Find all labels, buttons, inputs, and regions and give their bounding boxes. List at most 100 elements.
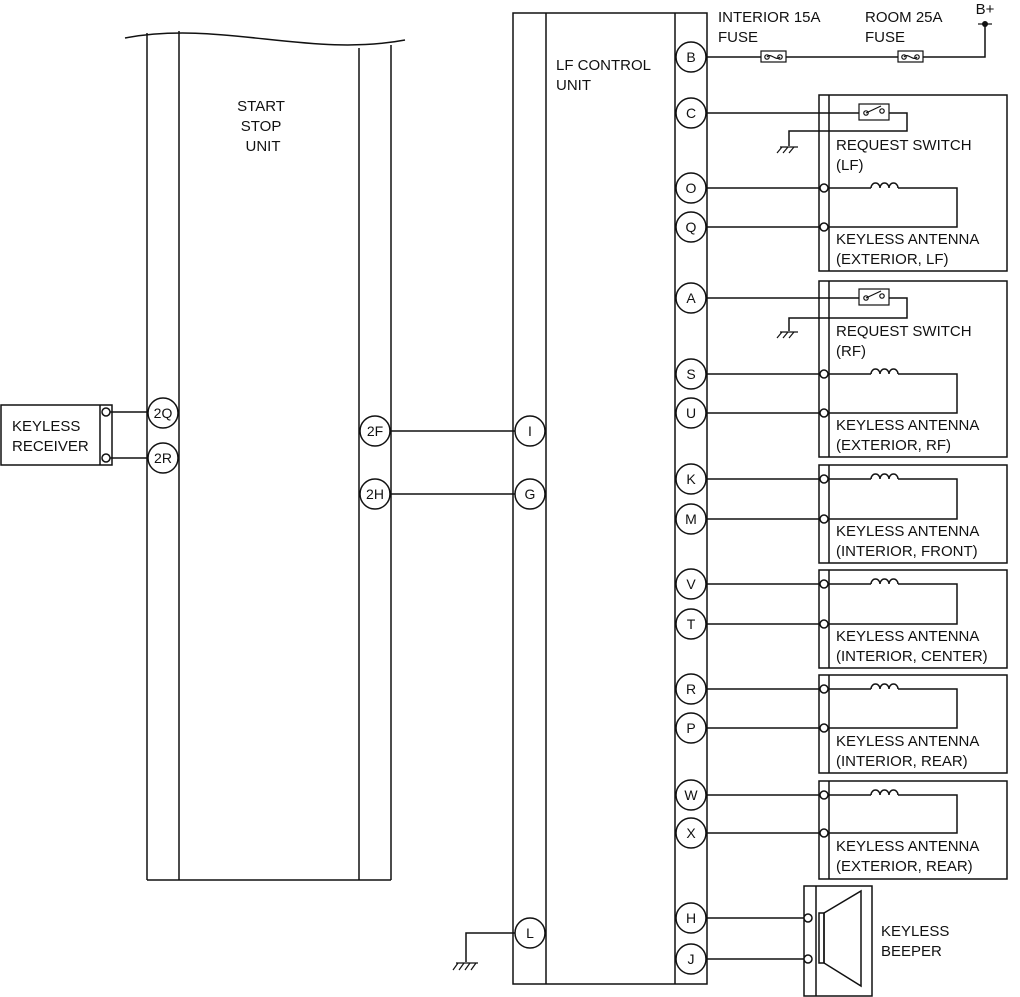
pin-g-label: G bbox=[525, 486, 536, 502]
pin-i-label: I bbox=[528, 423, 532, 439]
pin-t-label: T bbox=[687, 616, 696, 632]
fuse-interior-label-line2: FUSE bbox=[718, 29, 758, 46]
pin-u-label: U bbox=[686, 405, 696, 421]
pin-x-label: X bbox=[686, 825, 696, 841]
pin-v-label: V bbox=[686, 576, 696, 592]
pin-w: W bbox=[675, 779, 707, 811]
pin-q-label: Q bbox=[686, 219, 697, 235]
pin-2q: 2Q bbox=[147, 397, 179, 429]
pin-2r: 2R bbox=[147, 442, 179, 474]
pin-h: H bbox=[675, 902, 707, 934]
antenna-ext-rear-label-line1: KEYLESS ANTENNA bbox=[836, 838, 979, 855]
component-box-lf: REQUEST SWITCH (LF) KEYLESS ANTENNA (EXT… bbox=[706, 94, 1008, 272]
request-switch-rf-label: REQUEST SWITCH (RF) bbox=[836, 323, 976, 360]
pin-v: V bbox=[675, 568, 707, 600]
fuse-interior-symbol bbox=[760, 50, 787, 63]
pin-x: X bbox=[675, 817, 707, 849]
pin-t: T bbox=[675, 608, 707, 640]
pin-l: L bbox=[514, 917, 546, 949]
pin-o: O bbox=[675, 172, 707, 204]
pin-c: C bbox=[675, 97, 707, 129]
pin-m-label: M bbox=[685, 511, 697, 527]
pin-w-label: W bbox=[684, 787, 698, 803]
antenna-ext-rear-label: KEYLESS ANTENNA (EXTERIOR, REAR) bbox=[836, 838, 983, 875]
ground-symbol-l bbox=[452, 932, 515, 971]
pin-j-label: J bbox=[688, 951, 695, 967]
pin-r-label: R bbox=[686, 681, 696, 697]
pin-k: K bbox=[675, 463, 707, 495]
keyless-beeper: KEYLESS BEEPER bbox=[706, 885, 954, 997]
keyless-receiver-label: KEYLESS RECEIVER bbox=[12, 418, 89, 455]
keyless-receiver-label-line1: KEYLESS bbox=[12, 418, 80, 435]
pin-2h-label: 2H bbox=[366, 486, 384, 502]
pin-i: I bbox=[514, 415, 546, 447]
pin-2r-label: 2R bbox=[154, 450, 172, 466]
pin-o-label: O bbox=[686, 180, 697, 196]
antenna-int-center-label-line2: (INTERIOR, CENTER) bbox=[836, 648, 988, 665]
pin-h-label: H bbox=[686, 910, 696, 926]
request-switch-rf-symbol bbox=[706, 288, 908, 339]
antenna-int-front-label: KEYLESS ANTENNA (INTERIOR, FRONT) bbox=[836, 523, 983, 560]
pin-k-label: K bbox=[686, 471, 696, 487]
lf-control-unit-label-line1: LF CONTROL bbox=[556, 57, 651, 74]
pin-2q-label: 2Q bbox=[154, 405, 173, 421]
antenna-int-center-label: KEYLESS ANTENNA (INTERIOR, CENTER) bbox=[836, 628, 988, 665]
pin-b-label: B bbox=[686, 49, 695, 65]
request-switch-lf-label-line2: (LF) bbox=[836, 157, 864, 174]
antenna-ext-rf-label: KEYLESS ANTENNA (EXTERIOR, RF) bbox=[836, 417, 983, 454]
antenna-int-rear-label: KEYLESS ANTENNA (INTERIOR, REAR) bbox=[836, 733, 983, 770]
pin-s: S bbox=[675, 358, 707, 390]
pin-j: J bbox=[675, 943, 707, 975]
component-box-int-rear: KEYLESS ANTENNA (INTERIOR, REAR) bbox=[706, 674, 1008, 774]
antenna-ext-rf-symbol bbox=[706, 368, 958, 418]
fuse-room-label: ROOM 25A FUSE bbox=[865, 9, 946, 46]
pin-m: M bbox=[675, 503, 707, 535]
antenna-int-front-label-line2: (INTERIOR, FRONT) bbox=[836, 543, 978, 560]
start-stop-unit-label-line2: STOP bbox=[241, 118, 282, 135]
fuse-interior-label: INTERIOR 15A FUSE bbox=[718, 9, 824, 46]
pin-2h: 2H bbox=[359, 478, 391, 510]
antenna-ext-rear-label-line2: (EXTERIOR, REAR) bbox=[836, 858, 973, 875]
pin-a-label: A bbox=[686, 290, 696, 306]
request-switch-lf-label-line1: REQUEST SWITCH bbox=[836, 137, 972, 154]
battery-label: B+ bbox=[976, 1, 995, 18]
pin-p: P bbox=[675, 712, 707, 744]
antenna-ext-lf-label: KEYLESS ANTENNA (EXTERIOR, LF) bbox=[836, 231, 983, 268]
request-switch-lf-label: REQUEST SWITCH (LF) bbox=[836, 137, 976, 174]
keyless-receiver-label-line2: RECEIVER bbox=[12, 438, 89, 455]
pin-a: A bbox=[675, 282, 707, 314]
antenna-ext-lf-label-line1: KEYLESS ANTENNA bbox=[836, 231, 979, 248]
pin-q: Q bbox=[675, 211, 707, 243]
pin-b: B bbox=[675, 41, 707, 73]
antenna-ext-lf-label-line2: (EXTERIOR, LF) bbox=[836, 251, 949, 268]
component-box-int-center: KEYLESS ANTENNA (INTERIOR, CENTER) bbox=[706, 569, 1008, 669]
speaker-icon bbox=[818, 889, 862, 988]
keyless-beeper-label: KEYLESS BEEPER bbox=[881, 923, 954, 960]
pin-c-label: C bbox=[686, 105, 696, 121]
start-stop-unit: START STOP UNIT bbox=[124, 31, 406, 881]
request-switch-rf-label-line1: REQUEST SWITCH bbox=[836, 323, 972, 340]
antenna-ext-rf-label-line1: KEYLESS ANTENNA bbox=[836, 417, 979, 434]
pin-p-label: P bbox=[686, 720, 695, 736]
pin-l-label: L bbox=[526, 925, 534, 941]
pin-s-label: S bbox=[686, 366, 695, 382]
antenna-int-front-label-line1: KEYLESS ANTENNA bbox=[836, 523, 979, 540]
pin-g: G bbox=[514, 478, 546, 510]
request-switch-rf-label-line2: (RF) bbox=[836, 343, 866, 360]
antenna-int-center-label-line1: KEYLESS ANTENNA bbox=[836, 628, 979, 645]
pin-u: U bbox=[675, 397, 707, 429]
request-switch-lf-symbol bbox=[706, 103, 908, 154]
power-circuit: INTERIOR 15A FUSE ROOM 25A FUSE B+ bbox=[706, 1, 995, 63]
antenna-ext-rf-label-line2: (EXTERIOR, RF) bbox=[836, 437, 951, 454]
keyless-beeper-label-line1: KEYLESS bbox=[881, 923, 949, 940]
component-box-ext-rear: KEYLESS ANTENNA (EXTERIOR, REAR) bbox=[706, 780, 1008, 880]
component-box-rf: REQUEST SWITCH (RF) KEYLESS ANTENNA (EXT… bbox=[706, 280, 1008, 458]
pin-2f: 2F bbox=[359, 415, 391, 447]
antenna-ext-lf-symbol bbox=[706, 182, 958, 232]
antenna-int-rear-label-line1: KEYLESS ANTENNA bbox=[836, 733, 979, 750]
keyless-receiver: KEYLESS RECEIVER bbox=[0, 404, 147, 466]
lf-control-unit-label: LF CONTROL UNIT bbox=[556, 57, 655, 94]
pin-r: R bbox=[675, 673, 707, 705]
lf-control-unit: LF CONTROL UNIT bbox=[512, 12, 708, 985]
